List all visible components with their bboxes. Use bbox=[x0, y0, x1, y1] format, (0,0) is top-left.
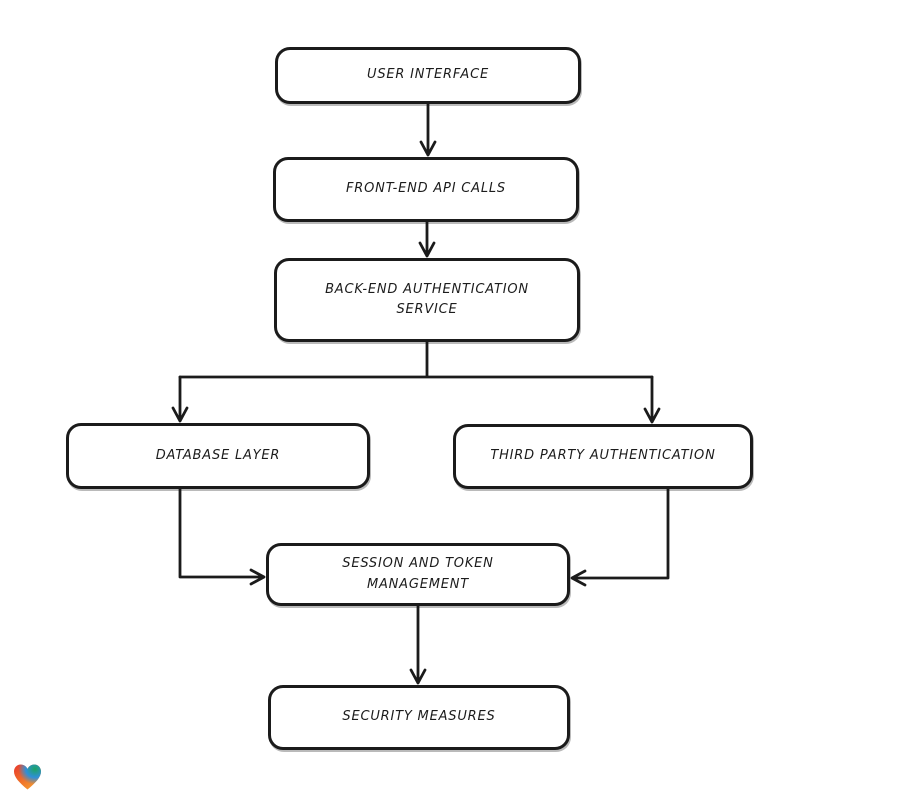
node-label-third-party-authentication: THIRD PARTY AUTHENTICATION bbox=[490, 448, 716, 464]
node-database-layer: DATABASE LAYER bbox=[66, 423, 370, 489]
edge-backend-split bbox=[178, 340, 654, 379]
node-back-end-authentication-service: BACK-END AUTHENTICATION SERVICE bbox=[274, 258, 580, 342]
node-session-and-token-management: SESSION AND TOKEN MANAGEMENT bbox=[266, 543, 570, 606]
node-label-back-end-authentication-service: BACK-END AUTHENTICATION SERVICE bbox=[325, 281, 529, 317]
node-user-interface: USER INTERFACE bbox=[275, 47, 581, 104]
edge-session-to-security bbox=[409, 604, 427, 685]
edge-ui-to-frontend bbox=[419, 102, 437, 157]
node-label-security-measures: SECURITY MEASURES bbox=[342, 709, 496, 725]
edge-database-to-session bbox=[178, 487, 266, 586]
node-front-end-api-calls: FRONT-END API CALLS bbox=[273, 157, 579, 222]
edge-backend-to-thirdparty bbox=[643, 375, 661, 424]
heart-logo[interactable] bbox=[11, 761, 44, 793]
gradient-heart-icon bbox=[14, 764, 41, 790]
node-label-session-and-token-management: SESSION AND TOKEN MANAGEMENT bbox=[342, 556, 494, 592]
node-third-party-authentication: THIRD PARTY AUTHENTICATION bbox=[453, 424, 753, 489]
edge-frontend-to-backend bbox=[418, 220, 436, 258]
node-label-front-end-api-calls: FRONT-END API CALLS bbox=[346, 181, 506, 197]
node-security-measures: SECURITY MEASURES bbox=[268, 685, 570, 750]
edge-thirdparty-to-session bbox=[570, 487, 670, 587]
edge-backend-to-database bbox=[171, 375, 189, 423]
node-label-database-layer: DATABASE LAYER bbox=[155, 447, 281, 463]
node-label-user-interface: USER INTERFACE bbox=[367, 67, 489, 83]
